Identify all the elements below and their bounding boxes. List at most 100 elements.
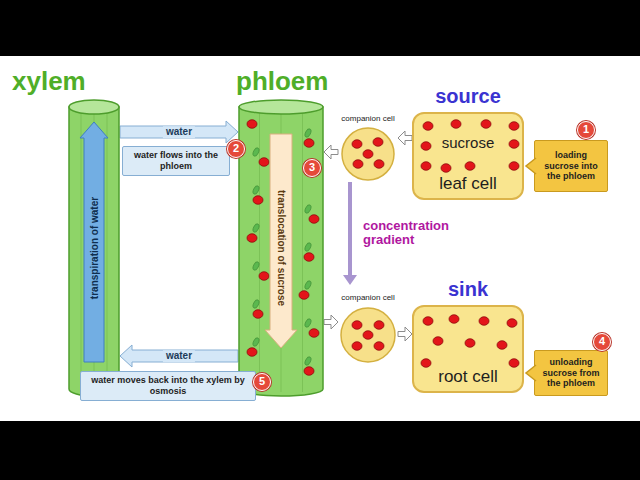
- sucrose-molecule: [352, 342, 362, 351]
- sucrose-molecule: [253, 196, 263, 205]
- sucrose-molecule: [509, 359, 519, 368]
- connector-arrow: [324, 145, 338, 159]
- sucrose-molecule: [465, 339, 475, 348]
- region-heading: sink: [414, 278, 522, 301]
- tube-heading: xylem: [12, 66, 86, 97]
- tube-body: [69, 107, 119, 396]
- step-note: water moves back into the xylem by osmos…: [80, 371, 256, 401]
- callout-number: 3: [303, 159, 321, 177]
- sieve-plate: [304, 204, 312, 214]
- sucrose-molecule: [352, 321, 362, 330]
- pointer-edge: [526, 365, 536, 381]
- phloem-tube: phloemtranslocation of sucrose: [238, 100, 324, 396]
- sucrose-molecule: [509, 122, 519, 131]
- sucrose-molecule: [309, 329, 319, 338]
- sucrose-molecule: [509, 140, 519, 149]
- sieve-plate: [252, 299, 260, 309]
- connector-arrow: [398, 327, 412, 341]
- sucrose-molecule: [353, 160, 363, 169]
- tube-opening: [239, 100, 323, 114]
- callout-number: 5: [253, 373, 271, 391]
- cell-content: sucrose: [414, 134, 522, 151]
- sucrose-molecule: [451, 120, 461, 129]
- sucrose-molecule: [497, 341, 507, 350]
- letterbox-bar: [0, 0, 640, 56]
- tube-wall-line: [259, 111, 260, 392]
- root-cell: sinkroot cell: [412, 305, 524, 393]
- sucrose-molecule: [309, 215, 319, 224]
- sucrose-molecule: [509, 162, 519, 171]
- connector-arrow: [120, 345, 238, 367]
- sucrose-molecule: [299, 291, 309, 300]
- sucrose-molecule: [449, 315, 459, 324]
- sucrose-molecule: [247, 348, 257, 357]
- companion-cell: companion cell: [338, 106, 398, 182]
- sucrose-molecule: [373, 138, 383, 147]
- flow-arrow: [80, 122, 108, 362]
- sieve-plate: [304, 242, 312, 252]
- cell-outline: [342, 128, 394, 180]
- callout-text: water moves back into the xylem by osmos…: [85, 375, 251, 397]
- sucrose-molecule: [421, 142, 431, 151]
- tube-body: [239, 107, 323, 396]
- flow-label: transpiration of water: [89, 197, 100, 299]
- sucrose-molecule: [259, 158, 269, 167]
- connector-label: water: [163, 350, 195, 362]
- sucrose-molecule: [421, 359, 431, 368]
- sieve-plate: [252, 337, 260, 347]
- xylem-vessel: xylemtranspiration of water: [68, 100, 120, 396]
- tube-wall-line: [302, 111, 303, 392]
- sucrose-molecule: [304, 367, 314, 376]
- sucrose-molecule: [433, 337, 443, 346]
- sieve-plate: [304, 356, 312, 366]
- connector-arrow: [398, 131, 412, 145]
- flow-arrow: [265, 134, 297, 348]
- callout-text: loading sucrose into the phloem: [539, 150, 603, 182]
- sieve-plate: [304, 128, 312, 138]
- sieve-plate: [304, 318, 312, 328]
- sucrose-molecule: [423, 317, 433, 326]
- region-heading: source: [414, 85, 522, 108]
- sucrose-molecule: [507, 319, 517, 328]
- sucrose-molecule: [253, 310, 263, 319]
- sucrose-molecule: [423, 122, 433, 131]
- flow-label: translocation of sucrose: [276, 190, 287, 306]
- sieve-plate: [252, 223, 260, 233]
- sucrose-molecule: [421, 162, 431, 171]
- sucrose-molecule: [304, 253, 314, 262]
- sucrose-molecule: [363, 150, 373, 159]
- sucrose-molecule: [247, 234, 257, 243]
- sieve-plate: [252, 185, 260, 195]
- connector-label: water: [163, 126, 195, 138]
- cell-heading: companion cell: [338, 114, 398, 123]
- sieve-plate: [252, 147, 260, 157]
- sucrose-molecule: [247, 120, 257, 129]
- pointer-fill: [526, 365, 536, 381]
- connector-label: concentration gradient: [360, 219, 478, 249]
- connector-arrow: [343, 182, 357, 285]
- callout-text: water flows into the phloem: [127, 150, 225, 172]
- tube-wall-line: [81, 111, 82, 392]
- sucrose-molecule: [465, 162, 475, 171]
- companion-cell: companion cell: [338, 285, 398, 363]
- callout-number: 2: [227, 140, 245, 158]
- tube-wall-line: [107, 111, 108, 392]
- sucrose-molecule: [259, 272, 269, 281]
- cell-name: root cell: [414, 367, 522, 387]
- callout-text: unloading sucrose from the phloem: [539, 357, 603, 389]
- connector-arrow: [324, 315, 338, 329]
- step-callout: unloading sucrose from the phloem: [534, 350, 608, 396]
- step-callout: loading sucrose into the phloem: [534, 140, 608, 192]
- callout-pointer: [526, 158, 536, 174]
- leaf-cell: sourcesucroseleaf cell: [412, 112, 524, 200]
- sucrose-molecule: [363, 331, 373, 340]
- letterbox-bar: [0, 421, 640, 480]
- sieve-plate: [252, 261, 260, 271]
- callout-number: 4: [593, 333, 611, 351]
- callout-number: 1: [577, 121, 595, 139]
- callout-pointer: [526, 365, 536, 381]
- sucrose-molecule: [374, 160, 384, 169]
